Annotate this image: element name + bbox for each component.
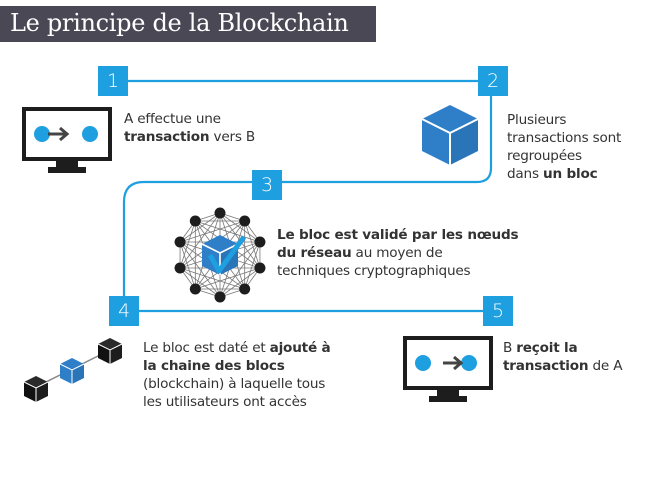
monitor-transaction-send-icon [22, 107, 112, 173]
network-edge [179, 212, 221, 269]
network-edge [179, 220, 196, 269]
step-1-text-bold: transaction [124, 129, 210, 145]
network-node [174, 236, 186, 248]
step-4-text-bold: la chaine des blocs [143, 358, 285, 374]
step-1-badge: 1 [98, 66, 128, 96]
step-1-description: A effectue une transaction vers B [124, 110, 255, 146]
title-bar: Le principe de la Blockchain [0, 6, 376, 42]
step-2-text-line: dans [507, 166, 543, 182]
network-node [189, 215, 201, 227]
step-2-text-line: Plusieurs [507, 112, 567, 128]
network-edge [195, 267, 261, 290]
checkmark-icon [207, 235, 247, 274]
step-5-text-line: de A [588, 358, 623, 374]
step-3-text-line: au moyen de [351, 245, 443, 261]
step-3-description: Le bloc est validé par les nœuds du rése… [277, 226, 519, 280]
network-node [254, 262, 266, 274]
step-3-text-bold: Le bloc est validé par les nœuds [277, 227, 519, 243]
monitor-transaction-receive-icon [403, 336, 493, 402]
network-edge [179, 241, 196, 290]
chain-block-3 [97, 338, 123, 364]
step-3-text-bold: du réseau [277, 245, 352, 261]
step-2-badge: 2 [478, 66, 508, 96]
chain-block-1 [23, 376, 49, 402]
step-2-description: Plusieurs transactions sont regroupées d… [507, 111, 621, 183]
network-node [239, 215, 251, 227]
network-edge [179, 241, 221, 298]
step-4-text-line: les utilisateurs ont accès [143, 394, 307, 410]
page-title: Le principe de la Blockchain [10, 9, 349, 37]
step-5-text-bold: transaction [503, 358, 589, 374]
step-5-text-line: B [503, 340, 517, 356]
step-3-text-line: techniques cryptographiques [277, 263, 471, 279]
validated-cube [201, 235, 247, 275]
network-node [239, 283, 251, 295]
step-4-text-bold: ajouté à [269, 340, 331, 356]
network-node [189, 283, 201, 295]
network-edge [179, 267, 221, 298]
step-4-text-line: (blockchain) à laquelle tous [143, 376, 326, 392]
network-validation-icon [174, 207, 266, 303]
step-2-text-line: regroupées [507, 148, 582, 164]
network-edge [219, 241, 261, 298]
network-node [174, 262, 186, 274]
step-5-badge: 5 [483, 296, 513, 326]
network-edge [179, 220, 245, 243]
network-edge [179, 267, 245, 290]
network-node [214, 291, 226, 303]
step-3-badge: 3 [252, 170, 282, 200]
network-node [254, 236, 266, 248]
network-edge [195, 220, 261, 243]
network-node [214, 207, 226, 219]
step-1-text-line: vers B [209, 129, 256, 145]
step-2-text-bold: un bloc [542, 166, 598, 182]
step-5-description: B reçoit la transaction de A [503, 339, 622, 375]
cube-block-icon [421, 105, 479, 165]
blockchain-chain-icon [23, 338, 123, 402]
step-4-text-line: Le bloc est daté et [143, 340, 270, 356]
chain-block-new [59, 358, 85, 384]
step-4-badge: 4 [109, 296, 139, 326]
step-1-text-line: A effectue une [124, 111, 221, 127]
step-4-description: Le bloc est daté et ajouté à la chaine d… [143, 339, 331, 411]
step-5-text-bold: reçoit la [516, 340, 578, 356]
step-2-text-line: transactions sont [507, 130, 622, 146]
